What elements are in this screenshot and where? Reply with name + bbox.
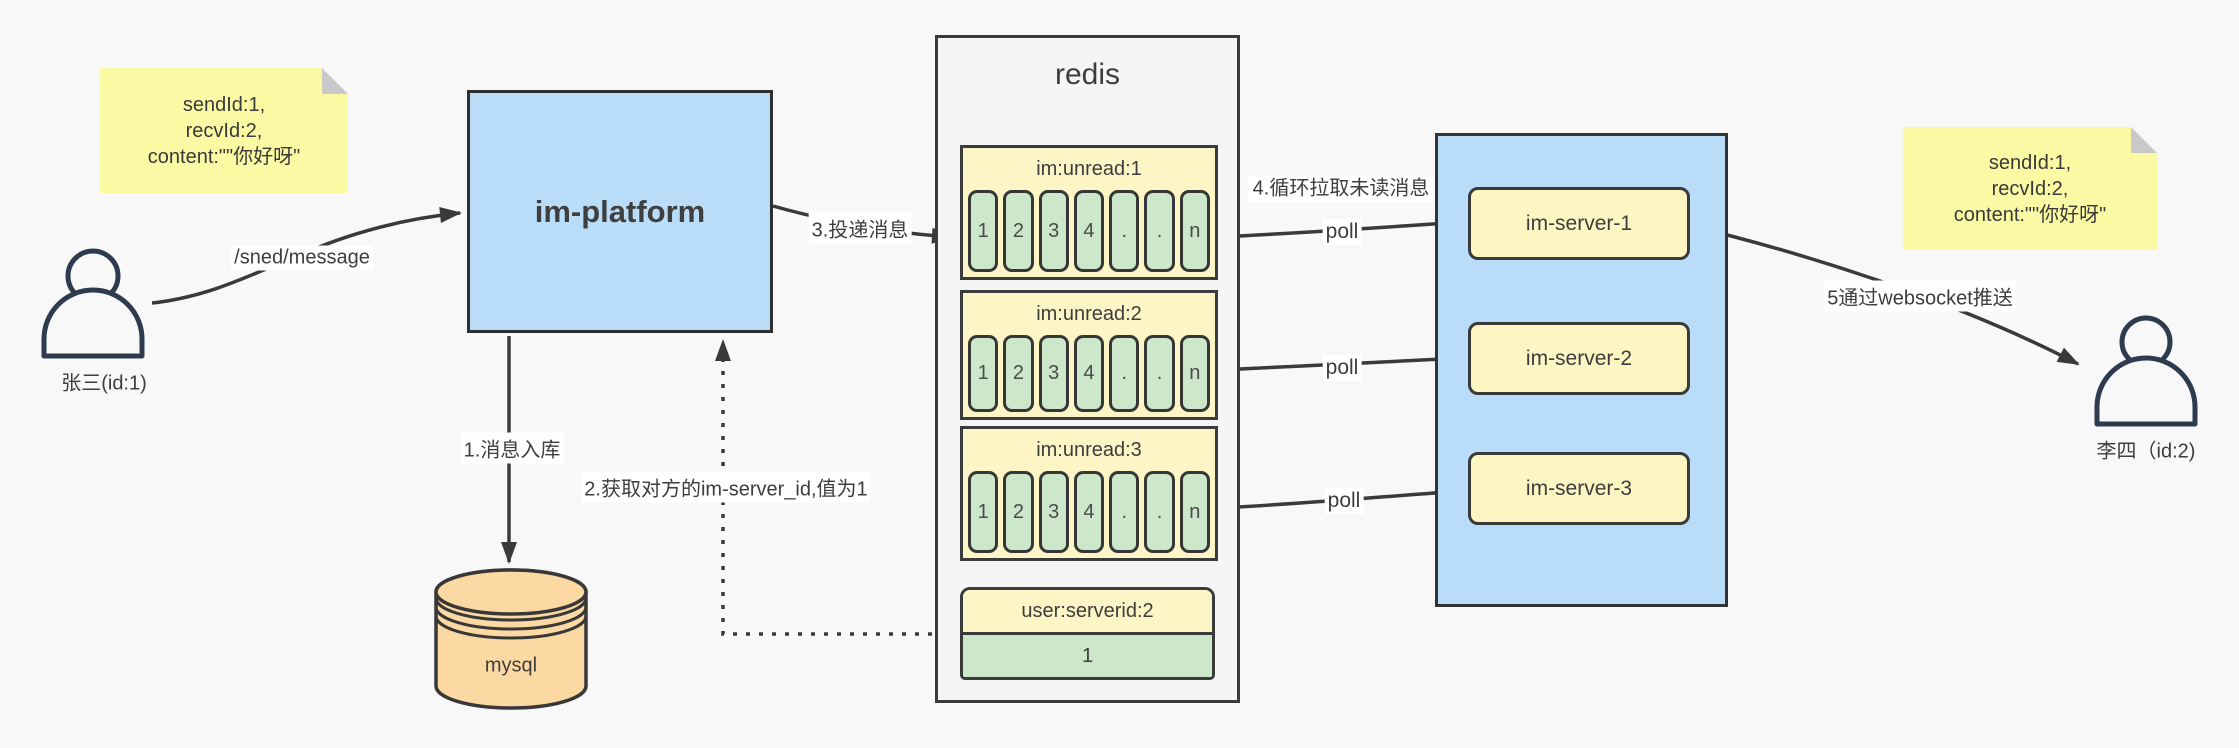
queue-cell: 4 (1073, 190, 1105, 272)
queue-label: im:unread:1 (1036, 157, 1142, 180)
user-serverid-value: 1 (963, 635, 1212, 677)
queue-cell: . (1109, 190, 1140, 272)
edge-label-poll-2: poll (1322, 355, 1362, 381)
sticky-note-right: sendId:1, recvId:2, content:""你好呀" (1903, 127, 2157, 250)
note-line: recvId:2, (185, 119, 263, 142)
note-line: sendId:1, (182, 93, 266, 116)
queue-cell: . (1109, 335, 1140, 412)
user-serverid-block: user:serverid:2 1 (960, 587, 1215, 680)
edge-label-poll-1: poll (1322, 219, 1362, 245)
im-platform-label: im-platform (534, 193, 706, 229)
cylinder-ring-2 (434, 606, 588, 631)
im-server-2-box: im-server-2 (1468, 322, 1690, 395)
queue-cell: 4 (1073, 471, 1105, 553)
cylinder-ring-1 (434, 597, 588, 622)
user-serverid-key: user:serverid:2 (963, 590, 1212, 635)
note-line: content:""你好呀" (147, 145, 301, 168)
queue-label: im:unread:2 (1036, 302, 1142, 325)
queue-cell: 2 (1003, 335, 1034, 412)
sender-label: 张三(id:1) (61, 372, 147, 395)
queue-cell: . (1144, 471, 1175, 553)
queue-cell: . (1109, 471, 1140, 553)
queue-cell: 3 (1038, 335, 1069, 412)
queue-cell: n (1179, 471, 1210, 553)
queue-cell: . (1144, 190, 1175, 272)
queue-cell: . (1144, 335, 1175, 412)
note-line: content:""你好呀" (1953, 203, 2107, 226)
receiver-head (2119, 315, 2173, 369)
redis-title: redis (1054, 58, 1121, 91)
queue-cell: 2 (1003, 190, 1034, 272)
sender-head (65, 248, 121, 304)
queue-cell: 1 (968, 471, 999, 553)
edge-label-websocket-push: 5通过websocket推送 (1824, 280, 2016, 312)
folded-corner-icon (322, 68, 348, 94)
queue-im-unread-1: im:unread:1 1 2 3 4 . . n (960, 145, 1218, 280)
edge-label-send-message: /sned/message (231, 245, 373, 271)
cylinder-top (434, 568, 588, 616)
folded-corner-icon (2131, 127, 2157, 153)
edge-label-poll-note: 4.循环拉取未读消息 (1248, 175, 1434, 203)
cylinder-body (434, 568, 588, 710)
im-server-1-box: im-server-1 (1468, 187, 1690, 260)
edge-label-poll-3: poll (1324, 488, 1364, 514)
im-platform-box: im-platform (467, 90, 773, 333)
queue-cells: 1 2 3 4 . . n (963, 335, 1215, 417)
mysql-label: mysql (484, 654, 538, 677)
queue-cell: 3 (1038, 471, 1069, 553)
receiver-person-icon (2094, 315, 2198, 427)
im-server-1-label: im-server-1 (1525, 211, 1633, 235)
queue-cells: 1 2 3 4 . . n (963, 471, 1215, 558)
im-server-3-label: im-server-3 (1525, 476, 1633, 500)
edge-label-deliver: 3.投递消息 (808, 212, 912, 244)
queue-im-unread-2: im:unread:2 1 2 3 4 . . n (960, 290, 1218, 420)
queue-cell: 1 (968, 335, 999, 412)
note-line: recvId:2, (1991, 177, 2069, 200)
sender-body (41, 287, 145, 359)
sticky-note-left: sendId:1, recvId:2, content:""你好呀" (100, 68, 348, 193)
cylinder-ring-3 (434, 615, 588, 640)
queue-cell: 3 (1038, 190, 1069, 272)
im-server-2-label: im-server-2 (1525, 346, 1633, 370)
queue-label: im:unread:3 (1036, 438, 1142, 461)
queue-cell: n (1179, 335, 1210, 412)
edge-label-store: 1.消息入库 (460, 432, 564, 464)
receiver-body (2094, 355, 2198, 427)
mysql-cylinder (434, 568, 588, 710)
receiver-label: 李四（id:2) (2096, 440, 2196, 463)
queue-cells: 1 2 3 4 . . n (963, 190, 1215, 277)
im-server-3-box: im-server-3 (1468, 452, 1690, 525)
queue-cell: 2 (1003, 471, 1034, 553)
note-line: sendId:1, (1988, 151, 2072, 174)
queue-cell: n (1179, 190, 1210, 272)
queue-cell: 1 (968, 190, 999, 272)
queue-im-unread-3: im:unread:3 1 2 3 4 . . n (960, 426, 1218, 561)
sender-person-icon (41, 248, 145, 359)
edge-label-lookup: 2.获取对方的im-server_id,值为1 (581, 471, 871, 503)
queue-cell: 4 (1073, 335, 1105, 412)
